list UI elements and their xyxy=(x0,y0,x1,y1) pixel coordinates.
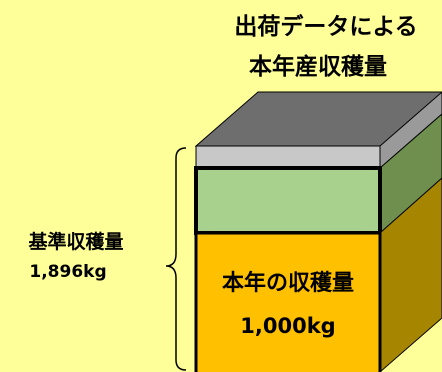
baseline-brace xyxy=(165,147,187,371)
baseline-harvest-value: 1,896kg xyxy=(29,262,106,282)
current-harvest-label: 本年の収穫量 xyxy=(222,270,354,296)
baseline-harvest-label: 基準収穫量 xyxy=(27,230,123,253)
green-front-face xyxy=(194,166,382,235)
cap-side-face xyxy=(379,91,442,170)
cap-front-face xyxy=(195,145,381,169)
orange-front-face xyxy=(194,231,382,372)
title-line-1: 出荷データによる xyxy=(234,13,417,40)
current-harvest-value: 1,000kg xyxy=(240,314,335,338)
title-line-2: 本年産収穫量 xyxy=(249,53,387,80)
